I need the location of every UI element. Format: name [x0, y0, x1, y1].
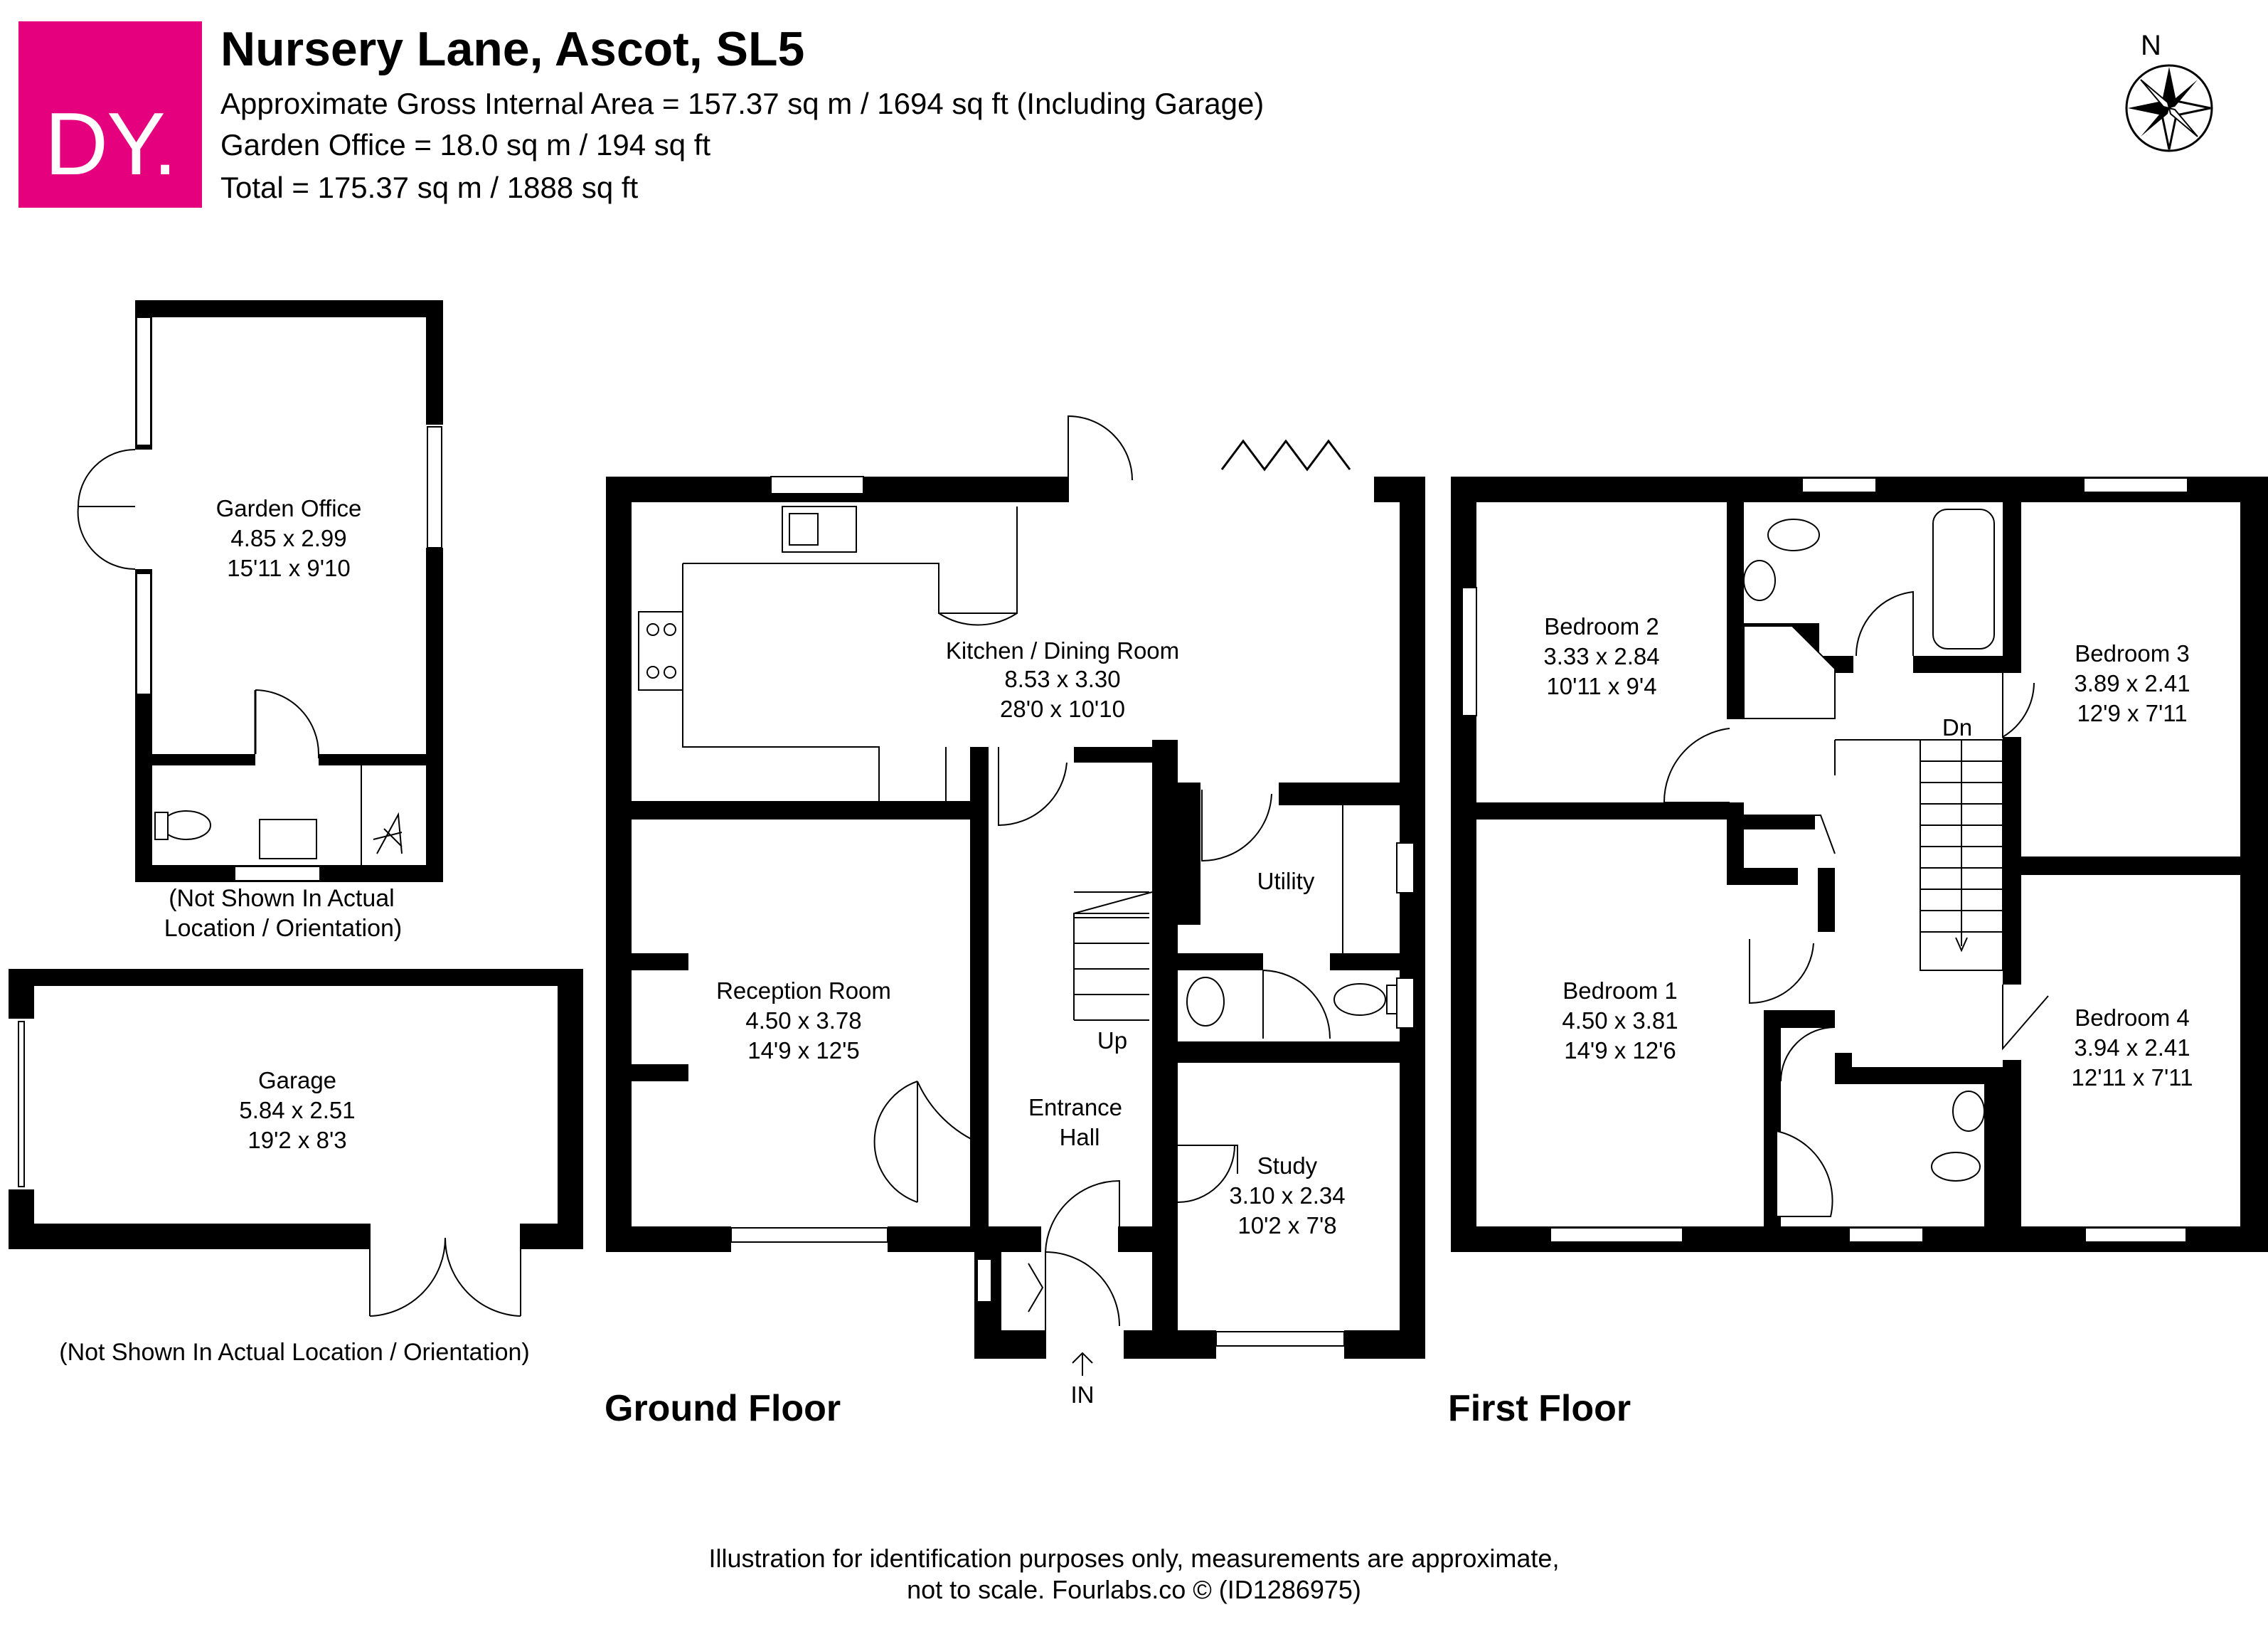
- bedroom3-name: Bedroom 3: [2075, 640, 2189, 667]
- bedroom4-metric: 3.94 x 2.41: [2074, 1034, 2190, 1061]
- hall-line1: Entrance: [1028, 1094, 1122, 1120]
- study-metric: 3.10 x 2.34: [1229, 1182, 1345, 1209]
- first-floor-label: First Floor: [1448, 1388, 1631, 1429]
- entrance-arrow-icon: [1072, 1352, 1093, 1376]
- bedroom3-metric: 3.89 x 2.41: [2074, 670, 2190, 696]
- entrance-label: IN: [1071, 1382, 1095, 1408]
- garage-plan: [9, 969, 583, 1317]
- bedroom2-imperial: 10'11 x 9'4: [1546, 673, 1656, 699]
- office-note-line2: Location / Orientation): [164, 915, 403, 942]
- stairs-down-label: Dn: [1942, 714, 1972, 741]
- utility-name: Utility: [1257, 868, 1315, 894]
- reception-name: Reception Room: [716, 977, 891, 1004]
- bedroom3-imperial: 12'9 x 7'11: [2077, 700, 2187, 726]
- kitchen-metric: 8.53 x 3.30: [1004, 666, 1120, 692]
- garage-name: Garage: [258, 1067, 336, 1093]
- kitchen-imperial: 28'0 x 10'10: [1000, 696, 1125, 722]
- property-title: Nursery Lane, Ascot, SL5: [220, 22, 805, 76]
- garden-office-name: Garden Office: [216, 495, 362, 521]
- gross-area-text: Approximate Gross Internal Area = 157.37…: [220, 87, 1265, 120]
- bedroom1-imperial: 14'9 x 12'6: [1564, 1037, 1676, 1064]
- stairs-up-label: Up: [1097, 1027, 1127, 1054]
- bedroom1-metric: 4.50 x 3.81: [1562, 1007, 1678, 1034]
- company-logo: DY.: [18, 21, 202, 208]
- garden-office-area-text: Garden Office = 18.0 sq m / 194 sq ft: [220, 128, 711, 161]
- garage-metric: 5.84 x 2.51: [239, 1097, 355, 1123]
- disclaimer-line1: Illustration for identification purposes…: [708, 1544, 1560, 1573]
- first-floor-plan: [1451, 477, 2268, 1252]
- garage-imperial: 19'2 x 8'3: [247, 1127, 346, 1153]
- north-label: N: [2141, 30, 2161, 61]
- logo-text: DY.: [44, 95, 178, 193]
- bedroom2-metric: 3.33 x 2.84: [1543, 643, 1659, 669]
- study-imperial: 10'2 x 7'8: [1237, 1212, 1336, 1239]
- kitchen-name: Kitchen / Dining Room: [946, 637, 1179, 664]
- bedroom4-name: Bedroom 4: [2075, 1004, 2189, 1031]
- garden-office-metric: 4.85 x 2.99: [230, 525, 346, 551]
- bedroom4-imperial: 12'11 x 7'11: [2071, 1064, 2193, 1091]
- office-note-line1: (Not Shown In Actual: [169, 885, 395, 912]
- hall-line2: Hall: [1060, 1124, 1100, 1150]
- total-area-text: Total = 175.37 sq m / 1888 sq ft: [220, 171, 639, 204]
- disclaimer-line2: not to scale. Fourlabs.co © (ID1286975): [907, 1575, 1361, 1604]
- bedroom1-name: Bedroom 1: [1562, 977, 1677, 1004]
- garage-note: (Not Shown In Actual Location / Orientat…: [59, 1339, 529, 1366]
- compass-icon: [2125, 64, 2213, 152]
- study-name: Study: [1257, 1152, 1318, 1179]
- bedroom2-name: Bedroom 2: [1544, 613, 1659, 640]
- ground-floor-label: Ground Floor: [605, 1388, 841, 1429]
- reception-imperial: 14'9 x 12'5: [747, 1037, 860, 1064]
- reception-metric: 4.50 x 3.78: [745, 1007, 861, 1034]
- garden-office-imperial: 15'11 x 9'10: [227, 555, 350, 581]
- garden-office-plan: [77, 300, 443, 882]
- ground-floor-plan: [606, 415, 1425, 1359]
